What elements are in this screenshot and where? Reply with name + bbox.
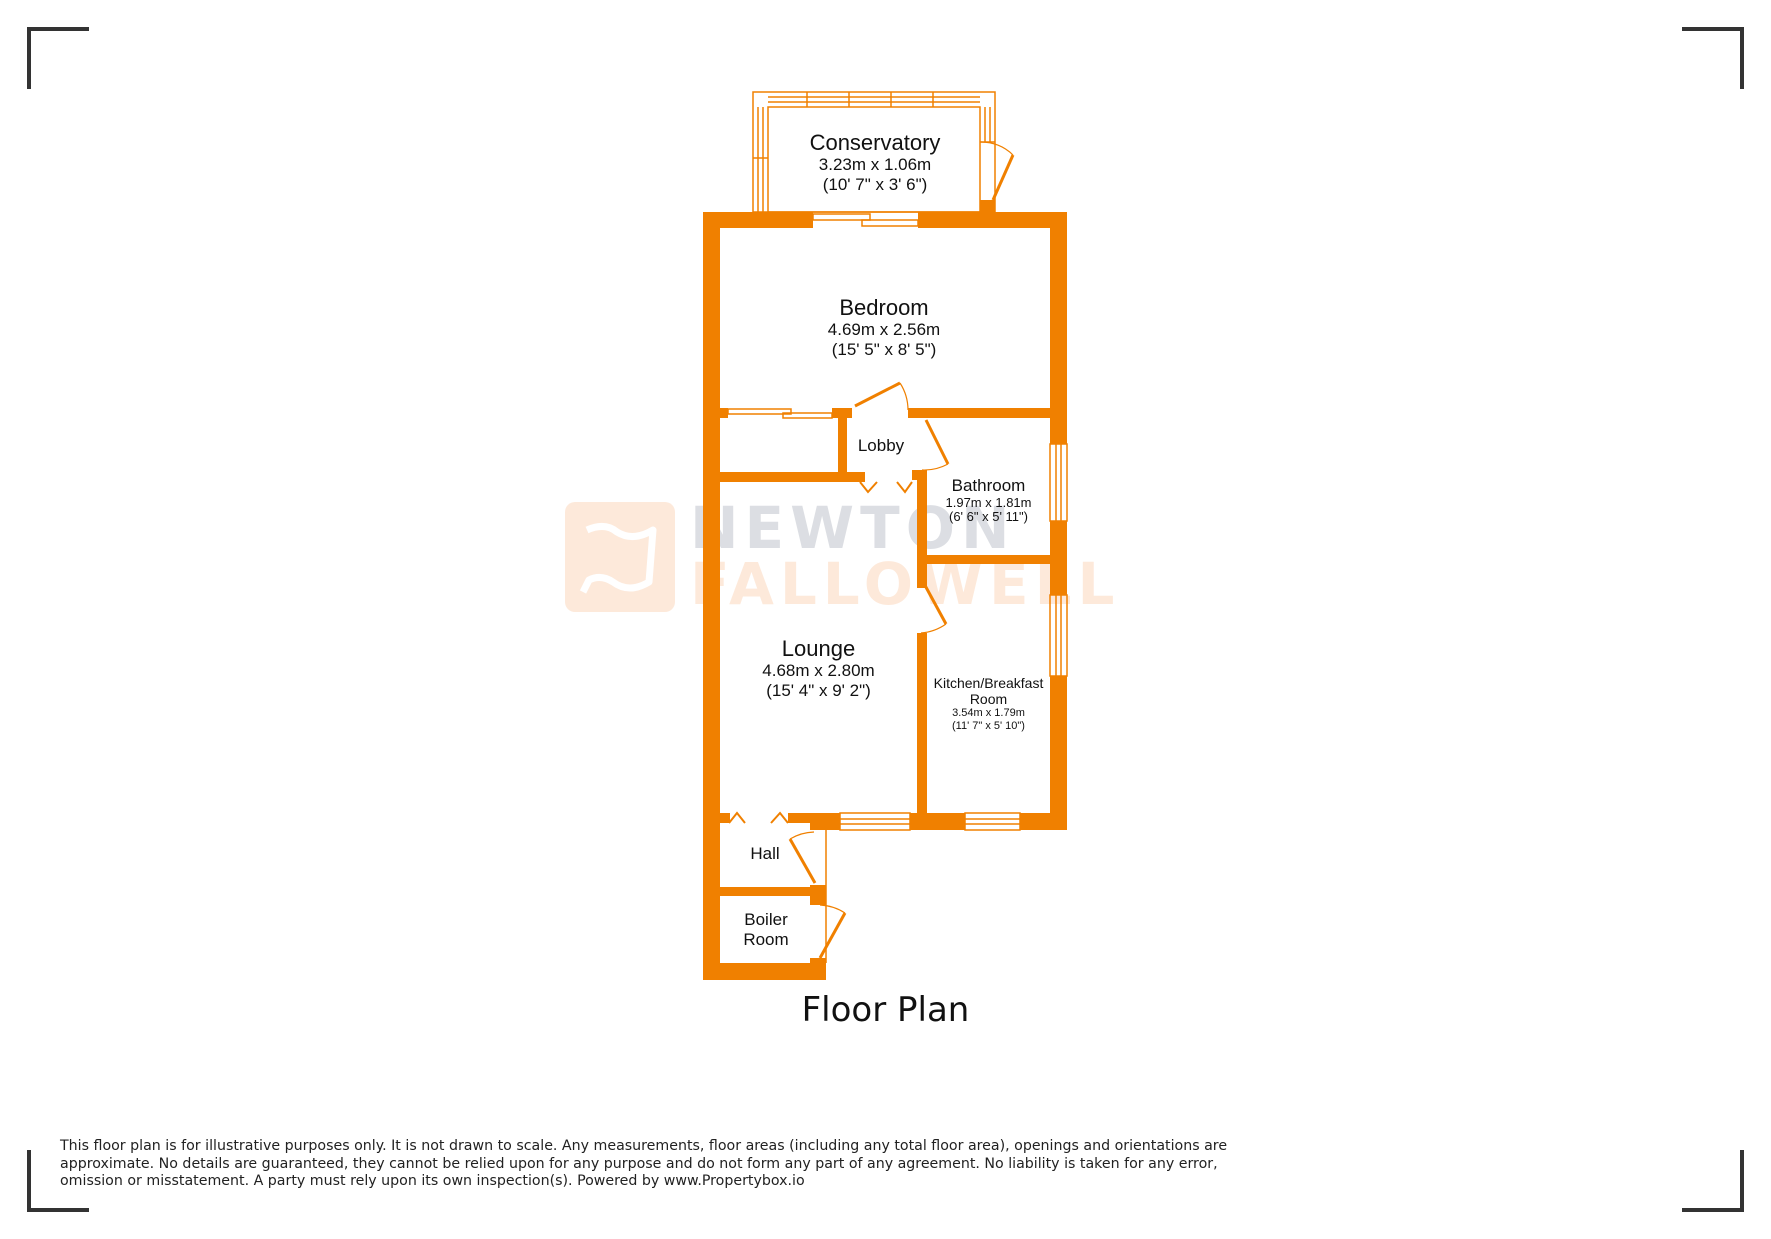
corner-mark-top-right [1682, 27, 1744, 89]
corner-mark-bottom-left [27, 1150, 89, 1212]
room-dimensions-imperial: (15' 5" x 8' 5") [831, 339, 937, 359]
room-label-conservatory: Conservatory 3.23m x 1.06m (10' 7" x 3' … [775, 130, 975, 194]
room-name-line1: Kitchen/Breakfast [933, 675, 1044, 691]
archways [728, 481, 913, 824]
room-name: Lobby [857, 436, 905, 455]
room-name: Hall [750, 844, 780, 863]
corner-mark-top-left [27, 27, 89, 89]
room-label-bedroom: Bedroom 4.69m x 2.56m (15' 5" x 8' 5") [784, 295, 984, 359]
room-dimensions-metric: 1.97m x 1.81m [945, 494, 1032, 510]
room-name-line2: Room [969, 691, 1008, 708]
doors [788, 141, 1015, 959]
room-label-bathroom: Bathroom 1.97m x 1.81m (6' 6" x 5' 11") [930, 476, 1047, 525]
room-dimensions-imperial: (6' 6" x 5' 11") [949, 509, 1028, 525]
walls [703, 200, 1067, 980]
room-dimensions-metric: 3.54m x 1.79m [952, 707, 1025, 720]
room-name: Bedroom [839, 295, 929, 320]
room-dimensions-metric: 4.68m x 2.80m [762, 661, 875, 681]
room-dimensions-metric: 3.23m x 1.06m [818, 155, 932, 175]
room-dimensions-imperial: (10' 7" x 3' 6") [822, 174, 928, 194]
room-name-line2: Room [743, 929, 789, 949]
room-dimensions-metric: 4.69m x 2.56m [827, 320, 941, 340]
corner-mark-bottom-right [1682, 1150, 1744, 1212]
room-label-lobby: Lobby [851, 436, 911, 456]
room-name-line1: Boiler [744, 910, 788, 929]
room-label-kitchen: Kitchen/Breakfast Room 3.54m x 1.79m (11… [927, 675, 1050, 732]
room-name: Lounge [781, 636, 856, 661]
room-label-lounge: Lounge 4.68m x 2.80m (15' 4" x 9' 2") [720, 636, 917, 700]
room-name: Conservatory [809, 130, 941, 155]
room-dimensions-imperial: (11' 7" x 5' 10") [952, 719, 1025, 732]
windows [727, 91, 1068, 963]
plan-title: Floor Plan [801, 990, 970, 1030]
room-label-boiler-room: Boiler Room [726, 910, 806, 949]
disclaimer-text: This floor plan is for illustrative purp… [60, 1138, 1228, 1189]
room-dimensions-imperial: (15' 4" x 9' 2") [766, 680, 871, 700]
room-label-hall: Hall [730, 844, 800, 864]
room-name: Bathroom [951, 476, 1026, 495]
